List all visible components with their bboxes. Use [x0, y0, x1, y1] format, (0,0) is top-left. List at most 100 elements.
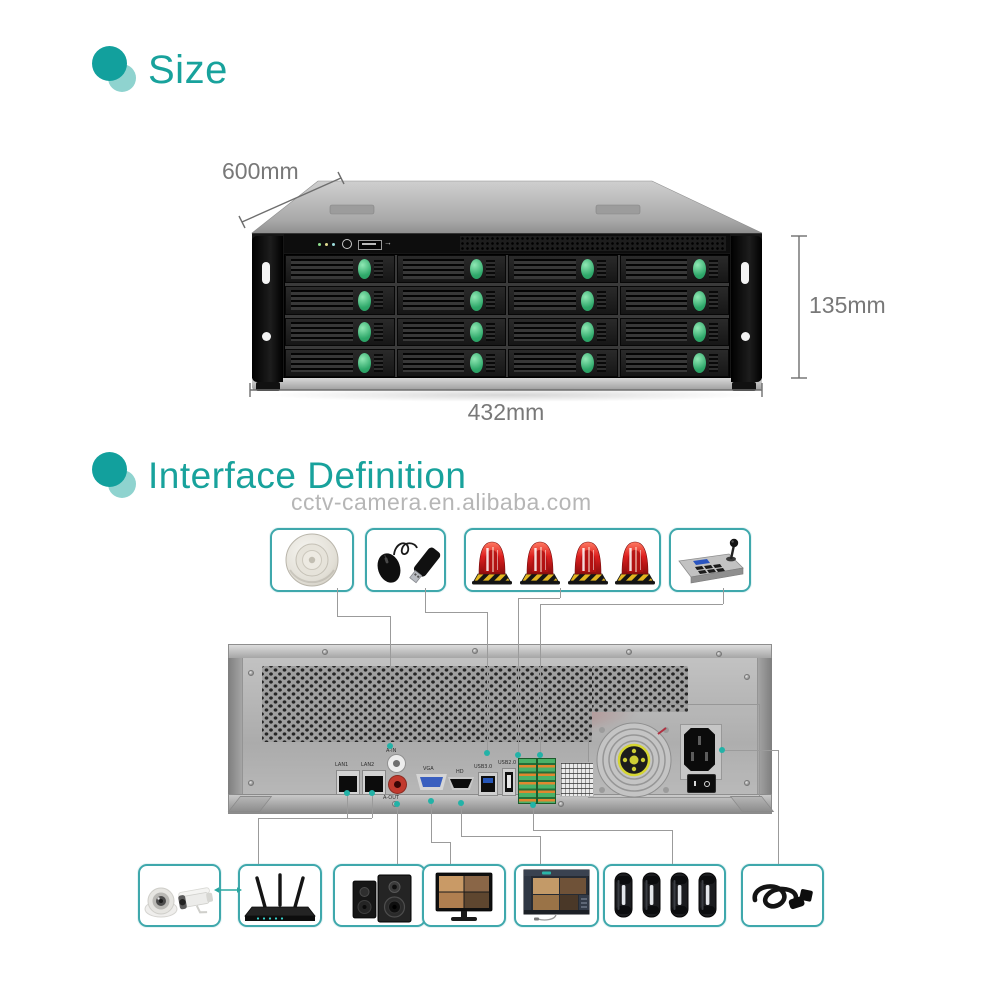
audio-pickup-box [270, 528, 354, 592]
chassis-foot-left [256, 382, 280, 391]
tray-release-icon [374, 322, 384, 341]
usb3-port [478, 772, 498, 796]
terminal-marker-1 [515, 752, 521, 758]
screw-icon [744, 674, 750, 680]
tray-latch-icon [581, 353, 595, 374]
drive-tray [285, 286, 395, 315]
depth-dimension-label: 600mm [222, 158, 299, 184]
tray-latch-icon [358, 259, 372, 280]
speakers-box [333, 864, 426, 927]
audio-out-port [389, 776, 406, 793]
tray-vents-icon [402, 321, 465, 342]
hdmi-marker [458, 800, 464, 806]
alarm-beacons-icon [470, 540, 657, 586]
beam-sensor [698, 872, 717, 918]
usb2-label: USB2.0 [498, 760, 517, 766]
size-diagram-overlay [238, 171, 807, 397]
alarm-beacon [566, 540, 610, 586]
speakers-icon [352, 874, 412, 923]
io-definition-sticker [560, 762, 594, 797]
beam-sensors-icon [614, 872, 717, 918]
ip-cameras-icon [144, 887, 214, 918]
tray-vents-icon [514, 290, 576, 310]
tray-release-icon [374, 260, 384, 279]
drive-tray [619, 286, 729, 315]
rear-panel-left-wall [228, 658, 242, 800]
ac-inlet-socket [684, 728, 715, 771]
ip-cameras-box [138, 864, 221, 927]
tray-vents-icon [402, 290, 465, 310]
vent-grid-left [262, 666, 592, 742]
drive-tray [619, 317, 729, 346]
tray-vents-icon [625, 352, 688, 373]
tray-vents-icon [514, 352, 576, 373]
screw-icon [716, 651, 722, 657]
tray-latch-icon [358, 321, 372, 342]
screw-icon [626, 649, 632, 655]
ear-slot-hole [741, 262, 749, 284]
tray-vents-icon [291, 290, 353, 310]
usb2-port [502, 768, 516, 796]
tray-latch-icon [358, 353, 372, 374]
vga-label: VGA [423, 766, 434, 772]
tray-release-icon [485, 353, 495, 372]
rear-panel-right-wall [758, 658, 772, 800]
heading-bullet-icon [92, 44, 148, 96]
width-dimension-label: 432mm [467, 399, 545, 425]
power-cord-box [741, 864, 824, 927]
tray-latch-icon [581, 321, 595, 342]
beam-sensor [614, 872, 633, 918]
beam-sensor [642, 872, 661, 918]
tray-release-icon [708, 260, 718, 279]
interface-heading-text: Interface Definition [148, 455, 467, 496]
joystick-stick [729, 544, 736, 560]
height-dimension-label: 135mm [809, 292, 886, 318]
drive-tray [396, 348, 506, 377]
alarm-beacon [470, 540, 514, 586]
cms-display-icon [523, 869, 590, 921]
power-cord-icon [752, 884, 813, 910]
lan1-marker [344, 790, 350, 796]
audio-out-marker [394, 801, 400, 807]
terminal-marker-2 [537, 752, 543, 758]
size-heading-text: Size [148, 47, 228, 92]
tray-release-icon [597, 322, 607, 341]
front-vent-grid [460, 236, 726, 251]
drive-tray [285, 348, 395, 377]
usb-drive-icon [409, 547, 441, 584]
tray-vents-icon [514, 259, 576, 279]
tray-latch-icon [469, 353, 483, 374]
router-antennas [255, 873, 305, 909]
width-dimension-line [249, 383, 763, 397]
quad-view-screen [439, 876, 489, 908]
top-latch-right [595, 204, 641, 215]
camera-router-link-icon [214, 887, 242, 893]
beam-sensor [670, 872, 689, 918]
rear-panel-bottom-flange [228, 794, 772, 814]
monitor-box [422, 864, 506, 927]
drive-tray [396, 317, 506, 346]
hdmi-port [448, 777, 474, 790]
audio-pickup-icon [285, 533, 339, 587]
tray-latch-icon [581, 290, 595, 311]
tray-vents-icon [402, 259, 465, 279]
lan2-marker [369, 790, 375, 796]
screw-icon [322, 649, 328, 655]
mouse-icon [377, 553, 401, 583]
audio-in-port [388, 755, 405, 772]
audio-out-label: A-OUT [383, 795, 399, 801]
ptz-keyboard-box [669, 528, 751, 592]
psu-fan-icon [596, 722, 672, 798]
drive-tray [285, 255, 395, 284]
tray-release-icon [597, 260, 607, 279]
tray-release-icon [374, 353, 384, 372]
drive-tray [508, 317, 618, 346]
status-led-icon [325, 243, 328, 246]
tray-release-icon [485, 260, 495, 279]
bullet-camera [178, 887, 214, 914]
height-dimension-line [791, 235, 807, 379]
tray-vents-icon [625, 290, 688, 310]
chassis-shadow [262, 388, 758, 402]
ptz-keyboard-icon [678, 538, 744, 584]
